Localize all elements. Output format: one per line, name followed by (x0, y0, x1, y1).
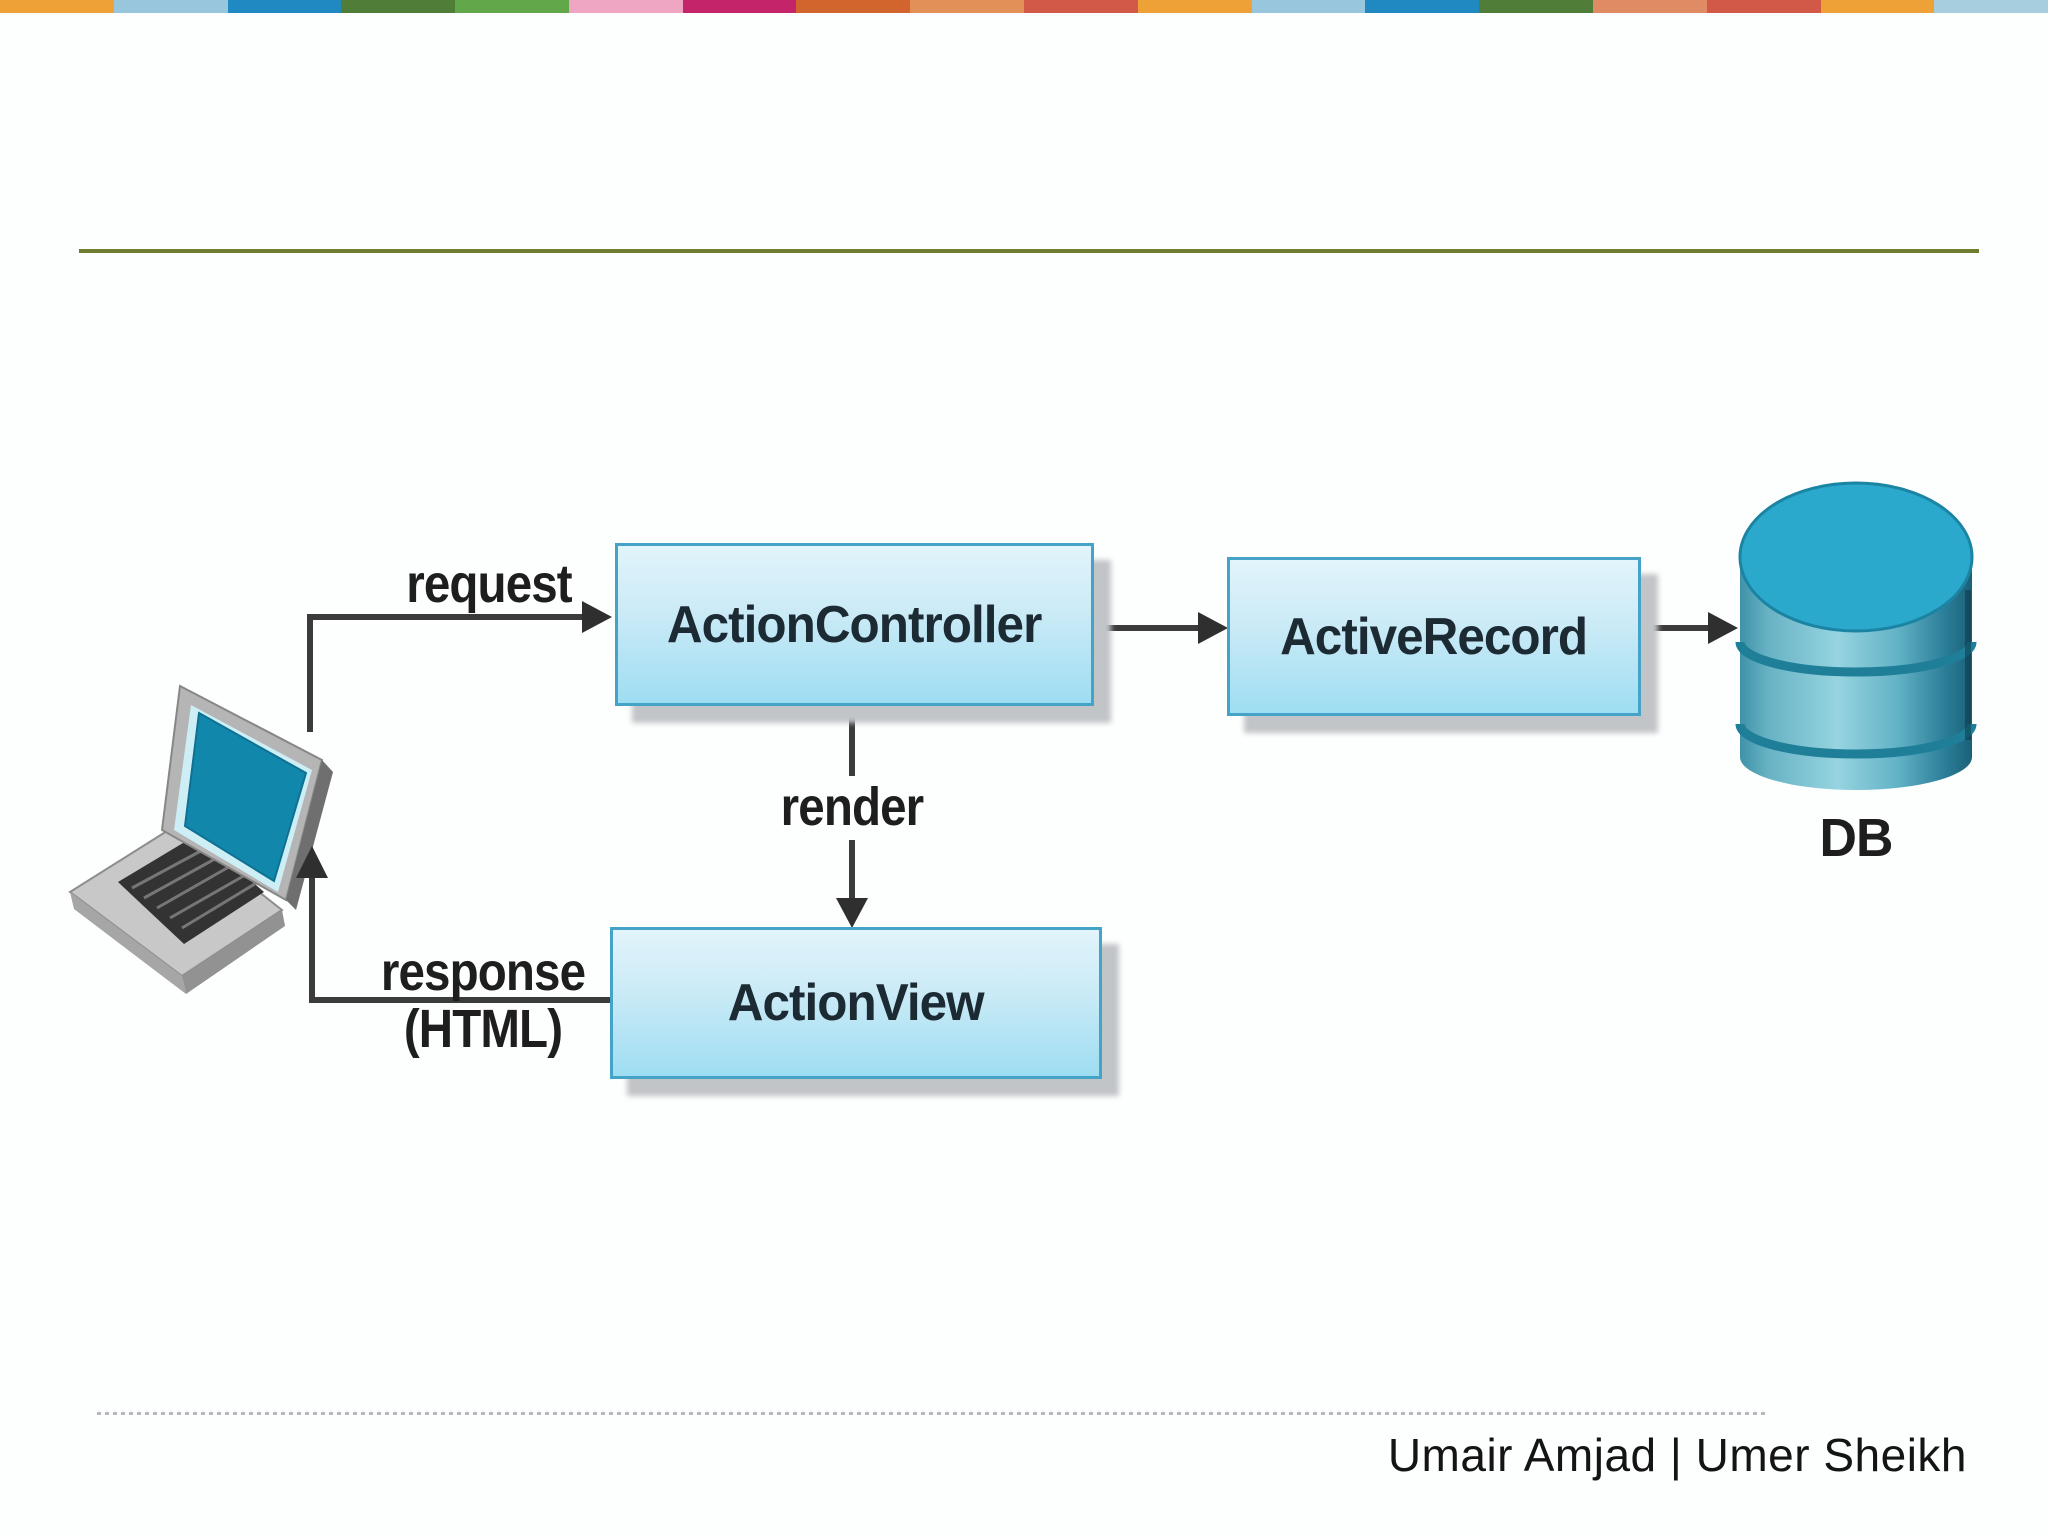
header-separator-line (79, 249, 1979, 253)
stripe-segment (796, 0, 911, 13)
render-edge-label: render (780, 777, 925, 837)
action-view-label: ActionView (728, 974, 985, 1032)
request-edge-label: request (406, 554, 572, 614)
controller-to-record-arrow (1090, 612, 1228, 644)
stripe-segment (113, 0, 228, 13)
stripe-segment (0, 0, 114, 13)
action-controller-label: ActionController (667, 595, 1042, 654)
stripe-segment (1934, 0, 2048, 13)
record-to-db-arrow (1637, 612, 1738, 644)
db-label: DB (1819, 808, 1894, 868)
footer-credit: Umair Amjad | Umer Sheikh (1387, 1429, 1967, 1481)
stripe-segment (1137, 0, 1252, 13)
active-record-box: ActiveRecord (1227, 557, 1641, 716)
database-cylinder-icon (1735, 481, 1977, 790)
top-stripe (0, 0, 2048, 13)
stripe-segment (455, 0, 569, 13)
stripe-segment (1479, 0, 1593, 13)
stripe-segment (1820, 0, 1935, 13)
request-arrow (307, 601, 612, 732)
stripe-segment (341, 0, 456, 13)
stripe-segment (1365, 0, 1480, 13)
stripe-segment (1024, 0, 1138, 13)
stripe-segment (1251, 0, 1366, 13)
laptop-icon (68, 684, 333, 994)
action-controller-box: ActionController (615, 543, 1094, 706)
active-record-label: ActiveRecord (1280, 607, 1588, 666)
stripe-segment (227, 0, 342, 13)
stripe-segment (1706, 0, 1821, 13)
response-edge-label-line1: response (380, 942, 586, 1002)
stripe-segment (910, 0, 1025, 13)
footer-separator-dotted-line (97, 1412, 1765, 1415)
stripe-segment (1592, 0, 1707, 13)
action-view-box: ActionView (610, 927, 1102, 1079)
stripe-segment (682, 0, 797, 13)
response-edge-label: response (HTML) (377, 944, 588, 1057)
response-edge-label-line2: (HTML) (403, 998, 563, 1059)
stripe-segment (568, 0, 683, 13)
